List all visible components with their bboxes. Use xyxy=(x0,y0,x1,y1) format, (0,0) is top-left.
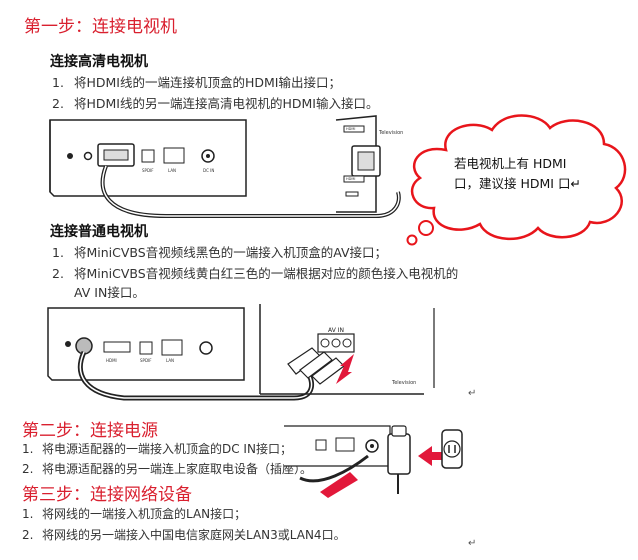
svg-text:Television: Television xyxy=(378,130,403,136)
svg-text:HDMI: HDMI xyxy=(346,177,355,181)
svg-text:HDMI: HDMI xyxy=(106,358,117,363)
hd-heading: 连接高清电视机 xyxy=(50,54,148,70)
svg-text:Television: Television xyxy=(391,380,416,386)
step3-item-2: 2.将网线的另一端接入中国电信家庭网关LAN3或LAN4口。 xyxy=(22,528,346,542)
step1-title: 第一步：连接电视机 xyxy=(24,17,177,37)
step2-item-1: 1.将电源适配器的一端接入机顶盒的DC IN接口； xyxy=(22,442,292,456)
svg-text:LAN: LAN xyxy=(168,168,176,173)
svg-text:LAN: LAN xyxy=(166,358,174,363)
svg-text:DC IN: DC IN xyxy=(203,168,214,173)
hdmi-connection-illustration: SPDIF LAN DC IN Television HDMI HDMI xyxy=(49,115,403,218)
hd-item-1: 1.将HDMI线的一端连接机顶盒的HDMI输出接口； xyxy=(52,75,341,90)
std-item-1: 1.将MiniCVBS音视频线黑色的一端接入机顶盒的AV接口； xyxy=(52,245,388,260)
svg-text:HDMI: HDMI xyxy=(346,127,355,131)
power-connection-illustration xyxy=(284,425,442,498)
svg-text:AV IN: AV IN xyxy=(328,327,344,334)
svg-text:SPDIF: SPDIF xyxy=(142,168,154,173)
return-mark-end: ↵ xyxy=(468,538,477,549)
svg-text:SPDIF: SPDIF xyxy=(140,358,152,363)
wall-socket-illustration xyxy=(441,429,463,469)
step2-title: 第二步：连接电源 xyxy=(22,421,158,441)
av-connection-illustration: HDMI SPDIF LAN AV IN Television xyxy=(47,304,435,401)
step3-title: 第三步：连接网络设备 xyxy=(22,485,192,505)
hdmi-tip-text: 若电视机上有 HDMI 口，建议接 HDMI 口↵ xyxy=(454,156,581,191)
std-item-2-continued: AV IN接口。 xyxy=(74,285,145,300)
hdmi-tip-cloud xyxy=(406,114,627,246)
step2-item-2: 2.将电源适配器的另一端连上家庭取电设备（插座）。 xyxy=(22,462,313,476)
std-item-2: 2.将MiniCVBS音视频线黄白红三色的一端根据对应的颜色接入电视机的 xyxy=(52,266,459,281)
std-heading: 连接普通电视机 xyxy=(50,224,148,240)
hd-item-2: 2.将HDMI线的另一端连接高清电视机的HDMI输入接口。 xyxy=(52,96,379,111)
step3-item-1: 1.将网线的一端接入机顶盒的LAN接口； xyxy=(22,507,247,521)
return-mark: ↵ xyxy=(468,388,477,399)
